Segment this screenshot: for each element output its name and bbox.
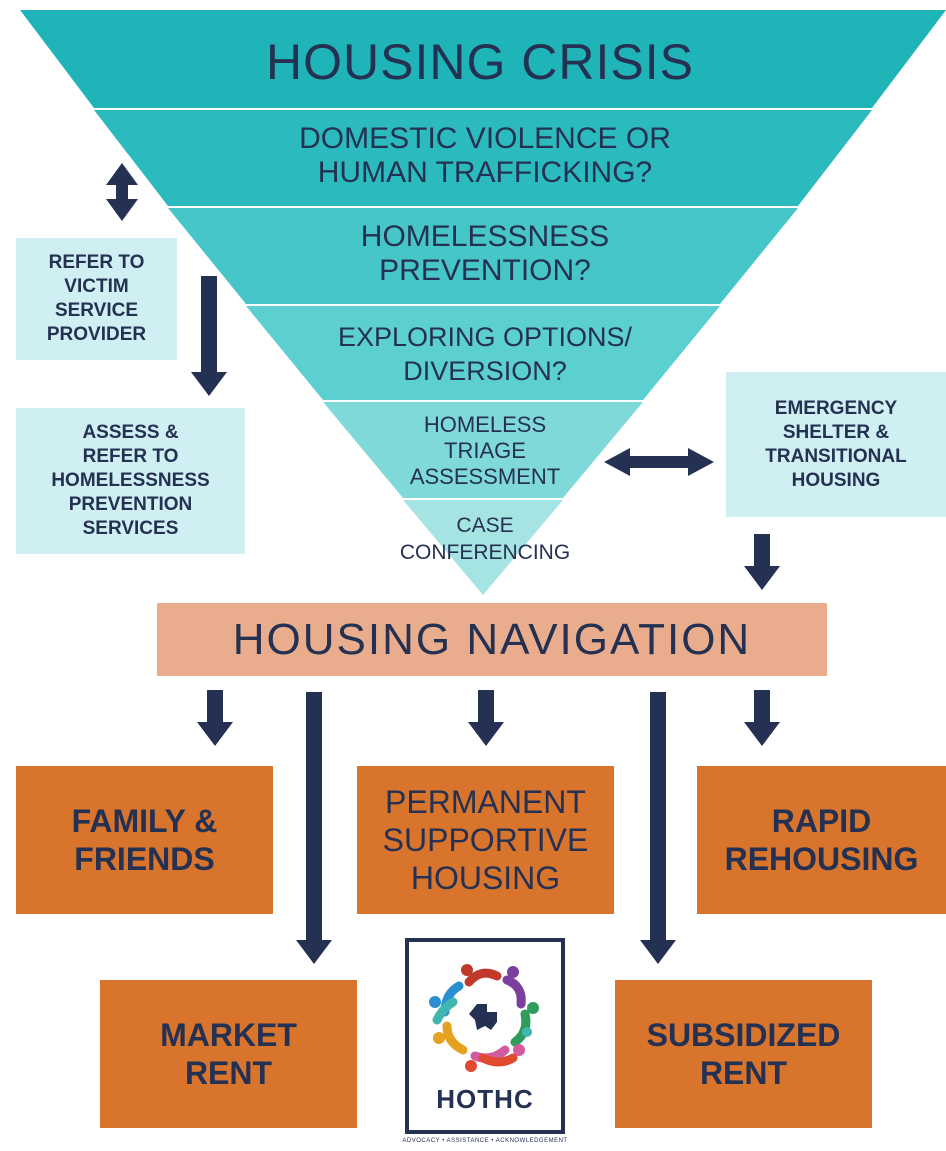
- funnel-label-case: CASE CONFERENCING: [399, 514, 571, 564]
- arrow-down-icon: [191, 276, 227, 396]
- funnel-level-prevention: [168, 208, 798, 304]
- box-prevention-services: ASSESS & REFER TO HOMELESSNESS PREVENTIO…: [16, 408, 245, 554]
- arrow-down-icon: [744, 690, 780, 746]
- arrow-down-icon: [197, 690, 233, 746]
- box-subsidized-rent: SUBSIDIZED RENT: [615, 980, 872, 1128]
- box-rapid-rehousing: RAPID REHOUSING: [697, 766, 946, 914]
- logo-name: HOTHC: [436, 1084, 534, 1114]
- double-arrow-vertical-icon: [106, 163, 138, 221]
- arrow-down-icon: [468, 690, 504, 746]
- people-circle-logo-icon: [429, 964, 539, 1072]
- box-permanent-supportive-housing: PERMANENT SUPPORTIVE HOUSING: [357, 766, 614, 914]
- funnel-label-prevention: HOMELESSNESS PREVENTION?: [360, 220, 610, 287]
- logo-tagline: ADVOCACY • ASSISTANCE • ACKNOWLEDGEMENT: [402, 1138, 568, 1144]
- box-victim-service: REFER TO VICTIM SERVICE PROVIDER: [16, 238, 177, 360]
- arrow-down-icon: [744, 534, 780, 590]
- box-family-friends: FAMILY & FRIENDS: [16, 766, 273, 914]
- arrow-down-icon: [296, 692, 332, 964]
- box-market-rent: MARKET RENT: [100, 980, 357, 1128]
- funnel-label-dv: DOMESTIC VIOLENCE OR HUMAN TRAFFICKING?: [299, 122, 671, 189]
- box-emergency-shelter: EMERGENCY SHELTER & TRANSITIONAL HOUSING: [726, 372, 946, 517]
- funnel-level-triage: [323, 402, 643, 498]
- funnel-level-dv: [94, 110, 872, 206]
- hothc-logo: HOTHC: [405, 938, 565, 1134]
- funnel-diagram: [20, 10, 946, 595]
- arrow-down-icon: [640, 692, 676, 964]
- double-arrow-horizontal-icon: [604, 448, 714, 476]
- funnel-label-triage: HOMELESS TRIAGE ASSESSMENT: [409, 412, 561, 489]
- funnel-title: HOUSING CRISIS: [266, 34, 694, 90]
- funnel-level-case: [403, 500, 563, 595]
- funnel-level-crisis: [20, 10, 946, 108]
- funnel-label-diversion: EXPLORING OPTIONS/ DIVERSION?: [337, 322, 633, 386]
- housing-navigation-bar: HOUSING NAVIGATION: [157, 603, 827, 676]
- funnel-level-diversion: [246, 306, 720, 400]
